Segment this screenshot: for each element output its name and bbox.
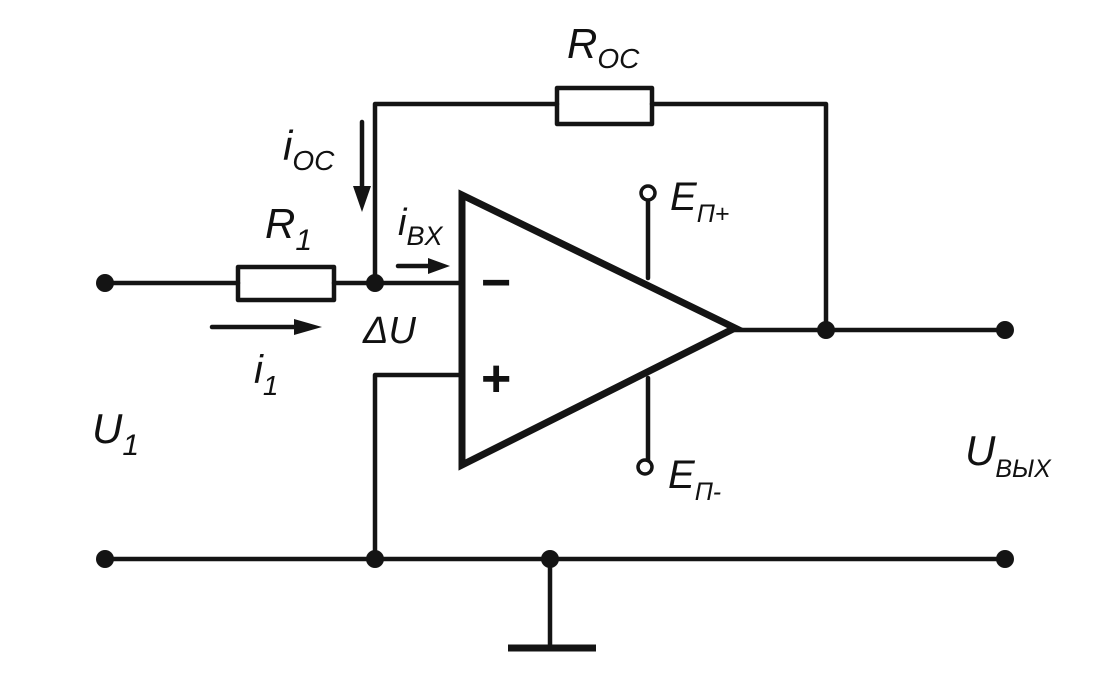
label-plus-sign: + [480,350,510,408]
ground-node-center [541,550,559,568]
arrow-i1 [209,319,322,335]
arrow-i-oc [353,119,371,212]
label-i-in: iBX [398,202,443,251]
supply-positive-terminal [639,184,657,202]
label-u-out: UВЫХ [965,427,1052,483]
output-node [817,321,835,339]
ground-terminal-right [996,550,1014,568]
ground-node-left [366,550,384,568]
arrow-i-in [395,258,450,274]
label-e-pos: EП+ [670,175,729,228]
ground-terminal-left [96,550,114,568]
label-r1: R1 [265,200,312,257]
input-terminal [96,274,114,292]
summing-node [366,274,384,292]
resistor-roc [554,85,655,127]
label-delta-u: ΔU [362,310,416,352]
op-amp-triangle [458,189,743,471]
label-minus-sign: − [480,254,510,312]
label-i-oc: iOC [283,122,335,176]
label-r-oc: ROC [567,20,640,74]
label-u1: U1 [92,405,139,462]
label-i1: i1 [254,348,278,401]
non-inverting-input-wire [372,372,465,562]
output-terminal [996,321,1014,339]
label-e-neg: EП- [668,453,721,506]
supply-negative-terminal [636,458,654,476]
resistor-r1 [235,264,337,303]
feedback-wire-left [372,101,560,286]
feedback-wire-right [649,101,829,333]
